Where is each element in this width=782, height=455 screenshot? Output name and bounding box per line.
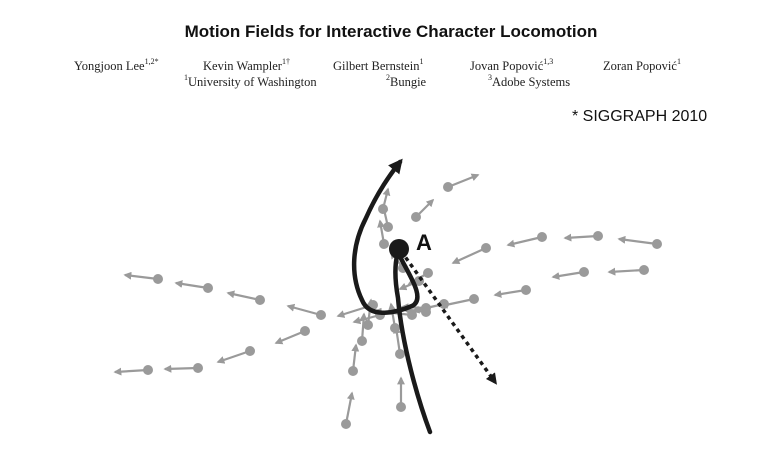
field-arrow bbox=[451, 246, 487, 265]
field-arrow bbox=[617, 235, 658, 246]
field-sample-point bbox=[357, 336, 367, 346]
field-arrow bbox=[274, 329, 306, 345]
field-sample-point bbox=[639, 265, 649, 275]
field-arrow bbox=[506, 235, 543, 248]
field-arrow bbox=[344, 391, 355, 425]
affiliation-3: 3Adobe Systems bbox=[488, 73, 571, 89]
field-sample-point bbox=[521, 285, 531, 295]
field-sample-point bbox=[396, 402, 406, 412]
author-1: Yongjoon Lee1,2* bbox=[74, 57, 159, 73]
field-arrow bbox=[607, 267, 645, 276]
field-sample-point bbox=[245, 346, 255, 356]
field-sample-point bbox=[423, 268, 433, 278]
field-sample-point bbox=[300, 326, 310, 336]
venue-note: * SIGGRAPH 2010 bbox=[572, 108, 708, 125]
field-sample-point bbox=[390, 323, 400, 333]
field-sample-point bbox=[316, 310, 326, 320]
field-sample-point bbox=[469, 294, 479, 304]
affiliation-1: 1University of Washington bbox=[184, 73, 317, 89]
field-sample-point bbox=[143, 365, 153, 375]
field-arrow bbox=[174, 280, 209, 290]
motion-field-arrows bbox=[113, 173, 662, 429]
field-arrow bbox=[113, 367, 149, 376]
field-sample-point bbox=[443, 182, 453, 192]
author-3: Gilbert Bernstein1 bbox=[333, 57, 424, 73]
field-arrow bbox=[551, 270, 585, 280]
field-sample-point bbox=[537, 232, 547, 242]
author-2: Kevin Wampler1† bbox=[203, 57, 290, 73]
field-arrow bbox=[563, 233, 599, 242]
field-arrow bbox=[226, 290, 261, 302]
field-sample-point bbox=[378, 204, 388, 214]
field-sample-point bbox=[341, 419, 351, 429]
field-sample-point bbox=[481, 243, 491, 253]
velocity-dotted-arrow bbox=[399, 249, 497, 385]
affiliation-2: 2Bungie bbox=[386, 73, 427, 89]
field-sample-point bbox=[379, 239, 389, 249]
trajectory-curve bbox=[351, 158, 433, 435]
field-arrow bbox=[447, 173, 480, 189]
field-sample-point bbox=[411, 212, 421, 222]
field-sample-point bbox=[203, 283, 213, 293]
field-sample-point bbox=[579, 267, 589, 277]
field-sample-point bbox=[193, 363, 203, 373]
field-arrow bbox=[123, 271, 159, 281]
field-sample-point bbox=[153, 274, 163, 284]
field-sample-point bbox=[255, 295, 265, 305]
field-sample-point bbox=[348, 366, 358, 376]
field-arrow bbox=[439, 297, 475, 309]
field-arrow bbox=[493, 288, 527, 298]
field-arrow bbox=[163, 364, 199, 373]
field-sample-point bbox=[593, 231, 603, 241]
author-4: Jovan Popović1,3 bbox=[470, 57, 554, 73]
state-label-a: A bbox=[416, 230, 432, 255]
author-5: Zoran Popović1 bbox=[603, 57, 681, 73]
field-sample-point bbox=[383, 222, 393, 232]
field-arrow bbox=[216, 349, 251, 364]
field-arrow bbox=[286, 303, 322, 317]
field-sample-point bbox=[363, 320, 373, 330]
field-sample-point bbox=[652, 239, 662, 249]
field-sample-point bbox=[395, 349, 405, 359]
state-point-a bbox=[389, 239, 409, 259]
paper-title: Motion Fields for Interactive Character … bbox=[184, 22, 598, 41]
